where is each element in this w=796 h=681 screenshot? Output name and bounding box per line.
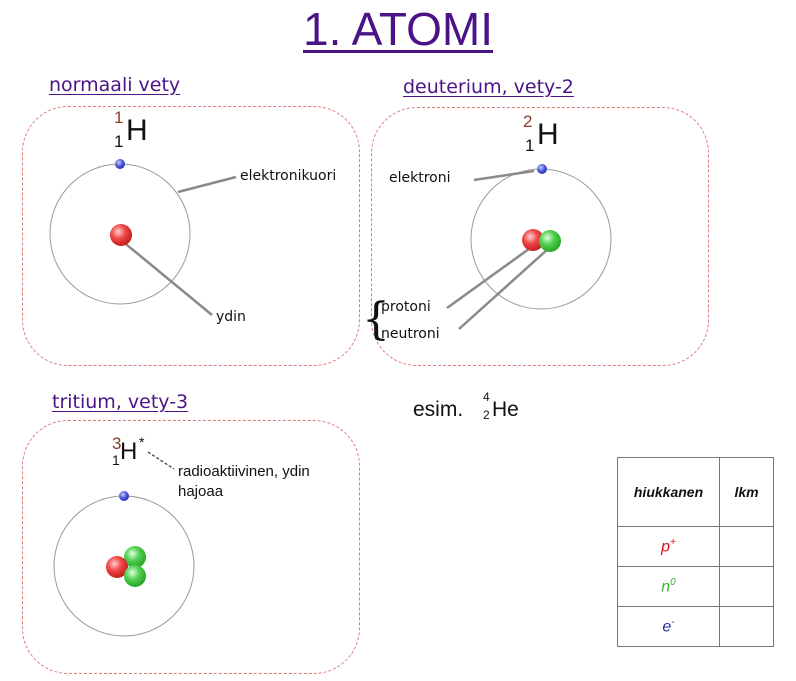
table-header-row: hiukkanen lkm [617, 457, 774, 527]
label-radioactive-line1: radioaktiivinen, ydin [178, 463, 310, 480]
particle-table: hiukkanen lkm p+ n0 e- [617, 457, 774, 647]
isotope-symbol-deuterium: 2 1 H [523, 112, 559, 155]
label-electron: elektroni [389, 170, 451, 186]
electron-tritium [119, 491, 129, 501]
brace: { [362, 294, 390, 345]
label-proton: protoni [381, 299, 431, 315]
label-neutron: neutroni [381, 326, 440, 342]
particle-neutron: n0 [617, 566, 720, 607]
table-header-count: lkm [719, 457, 774, 527]
proton-normal [110, 224, 132, 246]
label-electron-shell: elektronikuori [240, 168, 337, 184]
particle-electron: e- [617, 606, 720, 647]
table-header-particle: hiukkanen [617, 457, 720, 527]
table-row: e- [617, 606, 774, 647]
electron-normal [115, 159, 125, 169]
heading-deuterium: deuterium, vety-2 [403, 76, 574, 98]
count-cell[interactable] [719, 606, 774, 647]
table-row: n0 [617, 566, 774, 607]
neutron-tritium-bottom [124, 565, 146, 587]
particle-proton: p+ [617, 526, 720, 567]
neutron-deuterium [539, 230, 561, 252]
label-radioactive-line2: hajoaa [178, 483, 224, 500]
isotope-symbol-normal: 1 1 H [114, 108, 148, 151]
heading-normal-hydrogen: normaali vety [49, 74, 181, 96]
page-title: 1. ATOMI [302, 3, 494, 55]
electron-deuterium [537, 164, 547, 174]
neutron-tritium-top [124, 546, 146, 568]
panel-deuterium [371, 107, 709, 366]
isotope-symbol-tritium: 3 1 H * [112, 434, 145, 468]
proton-tritium [106, 556, 128, 578]
label-nucleus: ydin [216, 309, 246, 325]
proton-deuterium [522, 229, 544, 251]
heading-tritium: tritium, vety-3 [52, 391, 189, 413]
count-cell[interactable] [719, 526, 774, 567]
panel-normal-hydrogen [22, 106, 360, 366]
count-cell[interactable] [719, 566, 774, 607]
panel-tritium [22, 420, 360, 674]
example-helium: esim. 4 2 He [413, 390, 519, 422]
table-row: p+ [617, 526, 774, 567]
